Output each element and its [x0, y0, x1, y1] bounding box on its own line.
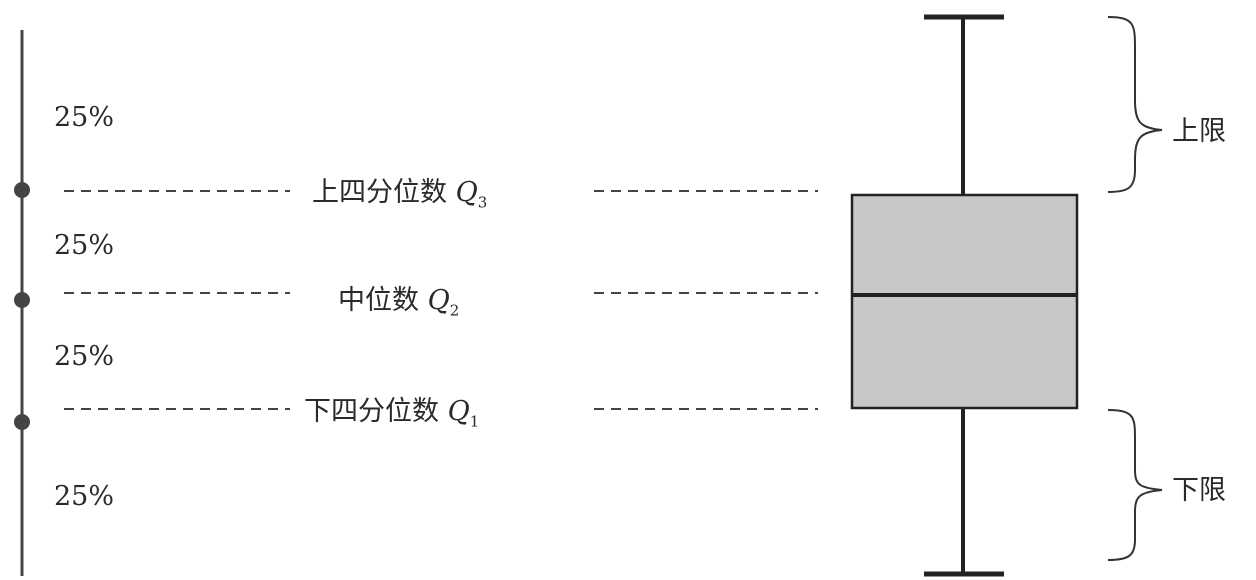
upper-limit-label: 上限 [1172, 116, 1226, 147]
q3-label: 上四分位数 Q3 [312, 178, 487, 217]
q1-marker [14, 414, 30, 430]
percent-label-bottom: 25% [54, 481, 115, 512]
q3-marker [14, 182, 30, 198]
q2-marker [14, 292, 30, 308]
percent-label-upper-mid: 25% [54, 230, 115, 261]
upper-brace [1107, 16, 1163, 193]
q1-symbol: Q1 [447, 396, 480, 431]
lower-limit-label: 下限 [1172, 475, 1226, 506]
q2-text: 中位数 [338, 285, 419, 316]
lower-brace [1107, 409, 1163, 561]
q3-symbol: Q3 [455, 177, 488, 212]
q1-label: 下四分位数 Q1 [304, 397, 479, 436]
q2-symbol: Q2 [427, 285, 460, 320]
q3-text: 上四分位数 [312, 177, 447, 208]
q1-text: 下四分位数 [304, 396, 439, 427]
percent-label-lower-mid: 25% [54, 341, 115, 372]
interquartile-box [850, 193, 1079, 410]
q2-label: 中位数 Q2 [338, 286, 459, 325]
percent-label-top: 25% [54, 102, 115, 133]
